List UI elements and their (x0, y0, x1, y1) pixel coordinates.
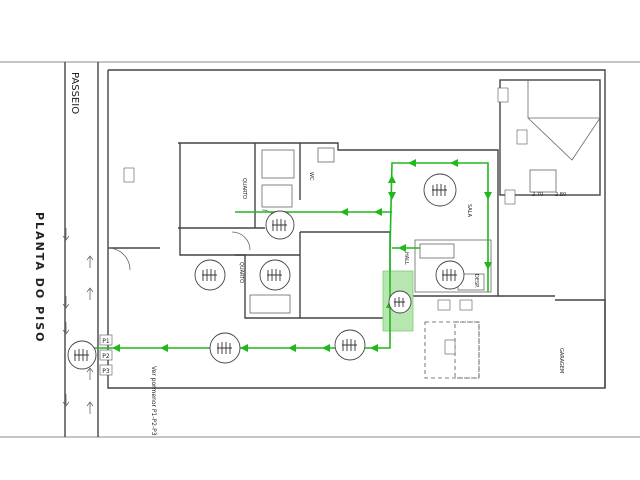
bathtub (249, 294, 291, 314)
annex-stair (529, 169, 557, 193)
emergency-luminaire-icon (423, 173, 457, 207)
kitchen-stove (419, 243, 455, 259)
dim-label: 2.80 (555, 192, 566, 198)
tag-p2-box (99, 349, 113, 361)
street-arrow-icon (86, 367, 94, 380)
evacuation-arrow-icon (484, 192, 492, 200)
evacuation-arrow-icon (112, 344, 120, 352)
tag-p2: P2 (102, 353, 110, 360)
emergency-luminaire-icon (334, 329, 366, 361)
evacuation-arrow-icon (450, 159, 458, 167)
street-arrow-icon (86, 255, 94, 268)
emergency-luminaire-icon (67, 340, 97, 370)
street-label: PASSEIO (69, 72, 80, 114)
street-arrow-icon (86, 401, 94, 414)
wc-fixture (261, 184, 293, 208)
emergency-luminaire-icon (388, 290, 412, 314)
evacuation-arrow-icon (240, 344, 248, 352)
room-label-garage: GARAGEM (558, 348, 564, 373)
detail-note: Ver pormenor P1-P2-P3 (150, 366, 157, 436)
tag-box (444, 339, 456, 355)
evacuation-arrow-icon (370, 344, 378, 352)
annex-outline (499, 79, 601, 196)
evacuation-arrow-icon (322, 344, 330, 352)
evacuation-arrow-icon (388, 192, 396, 200)
room-label-pantry: DESP. (473, 274, 479, 288)
tag-box (437, 299, 451, 311)
room-label-bedroom-b: QUARTO (238, 262, 244, 283)
emergency-luminaire-icon (194, 259, 226, 291)
room-label-living: SALA (466, 204, 472, 218)
evacuation-arrow-icon (340, 208, 348, 216)
gate-door-swing (107, 247, 131, 271)
street-arrow-icon (86, 287, 94, 300)
street-arrow-icon (62, 322, 70, 335)
evacuation-arrow-icon (288, 344, 296, 352)
tag-box (504, 189, 516, 205)
tag-box (123, 167, 135, 183)
street-arrow-icon (62, 228, 70, 241)
street-flow-arrows (62, 228, 94, 414)
annex-roof-lines (527, 80, 601, 161)
parking-divider (454, 321, 480, 379)
evacuation-arrow-icon (160, 344, 168, 352)
evacuation-arrow-icon (388, 175, 396, 183)
emergency-luminaire-icon (209, 332, 241, 364)
garage-wall (555, 299, 606, 388)
room-label-wc: WC (308, 172, 314, 181)
room-label-hall: HALL (403, 252, 409, 265)
evacuation-arrow-icon (398, 244, 406, 252)
luminaires (67, 173, 465, 370)
emergency-luminaire-icon (435, 260, 465, 290)
room-label-bedroom-a: QUARTO (241, 178, 247, 199)
evacuation-arrow-icon (484, 262, 492, 270)
emergency-luminaire-icon (259, 259, 291, 291)
closet-box (261, 149, 295, 179)
tag-box (459, 299, 473, 311)
reference-tags: P1 P2 P3 2.70 2.80 (99, 87, 566, 376)
tag-p3-box (99, 364, 113, 376)
evacuation-arrow-icon (374, 208, 382, 216)
emergency-luminaire-icon (265, 210, 295, 240)
tag-box (497, 87, 509, 103)
tag-p3: P3 (102, 368, 110, 375)
evacuation-arrows (74, 159, 492, 352)
toilet-fixture (317, 147, 335, 163)
tag-box (516, 129, 528, 145)
dim-label: 2.70 (532, 192, 543, 198)
kitchen-counter (414, 239, 492, 293)
tag-p1-box (99, 334, 113, 346)
street-arrow-icon (62, 296, 70, 309)
evacuation-arrow-icon (408, 159, 416, 167)
door-swing-icon (231, 231, 251, 251)
plan-title: PLANTA DO PISO (33, 212, 46, 344)
tag-p1: P1 (102, 338, 110, 345)
parking-space-a (424, 321, 480, 379)
street-arrow-icon (62, 394, 70, 407)
